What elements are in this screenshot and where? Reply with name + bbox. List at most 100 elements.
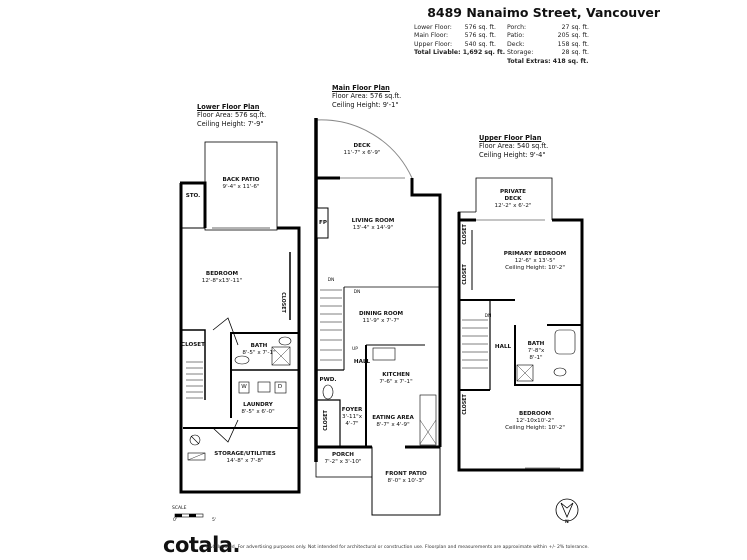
room-name: PORCH (332, 452, 354, 458)
total-livable: Total Livable: 1,692 sq. ft. (414, 49, 506, 57)
area-value: 540 sq. ft. (464, 40, 496, 48)
room-name: PWD. (319, 377, 337, 383)
room-size: 7'-6" x 7'-1" (379, 379, 413, 385)
room-name: LAUNDRY (243, 402, 273, 408)
room-name: HALL (494, 344, 512, 350)
upper-floor-ceiling: Ceiling Height: 9'-4" (479, 150, 546, 159)
room-name: FP (319, 220, 327, 226)
room-name: STORAGE/UTILITIES (214, 451, 276, 457)
main-floor-area: Floor Area: 576 sq.ft. (332, 92, 402, 101)
area-label: Lower Floor: (414, 24, 452, 31)
room-size: 8'-1" (529, 355, 543, 361)
property-address: 8489 Nanaimo Street, Vancouver (427, 5, 660, 20)
room-main-closet: CLOSET (323, 410, 329, 431)
room-name: EATING AREA (372, 415, 414, 421)
lower-floor-header: Lower Floor Plan Floor Area: 576 sq.ft. … (197, 103, 266, 128)
area-value: 576 sq. ft. (464, 24, 496, 31)
upper-floor-title: Upper Floor Plan (479, 134, 542, 142)
stair-up-label: UP (351, 347, 359, 352)
main-floor-walls (314, 118, 442, 516)
room-upper-closet-1: CLOSET (462, 224, 468, 245)
room-size: 7'-2" x 3'-10" (324, 459, 362, 465)
room-size: 11'-9" x 7'-7" (362, 318, 400, 324)
room-powder: PWD. (319, 377, 336, 384)
room-size: 12'-8"x13'-11" (201, 278, 243, 284)
lower-floor-ceiling: Ceiling Height: 7'-9" (197, 119, 264, 128)
cotala-logo: cotala. (163, 533, 240, 557)
area-value: 576 sq. ft. (464, 32, 496, 40)
extra-label: Storage: (507, 49, 534, 57)
area-label: Main Floor: (414, 32, 449, 40)
lower-floor-area: Floor Area: 576 sq.ft. (197, 111, 267, 120)
room-size: 11'-7" x 6'-9" (343, 150, 381, 156)
room-upper-hall: HALL (495, 344, 511, 351)
extra-value: 205 sq. ft. (557, 32, 589, 40)
room-main-hall: HALL (354, 359, 370, 366)
room-lower-closet-right: CLOSET (279, 292, 285, 313)
extra-value: 158 sq. ft. (557, 40, 589, 48)
room-name: BATH (527, 341, 545, 347)
room-name: DECK (504, 196, 522, 202)
extra-label: Porch: (507, 24, 527, 31)
upper-floor-walls (457, 177, 584, 472)
room-size: 12'-2" x 6'-2" (494, 203, 532, 209)
stair-dn-label: DN (484, 314, 492, 319)
area-label: Upper Floor: (414, 40, 453, 48)
scale-label: SCALE (172, 506, 187, 511)
room-name: STO. (185, 193, 201, 199)
room-name: DECK (353, 143, 371, 149)
room-ceiling: Ceiling Height: 10'-2" (505, 425, 565, 431)
north-arrow-icon (555, 498, 579, 522)
fireplace: FP (319, 220, 327, 227)
room-size: 12'-6" x 13'-5" (514, 258, 556, 264)
room-name: FOYER (341, 407, 363, 413)
room-name: FRONT PATIO (385, 471, 427, 477)
disclaimer: E&O Insured. For advertising purposes on… (206, 545, 589, 550)
room-name: LIVING ROOM (351, 218, 395, 224)
room-size: 9'-4" x 11'-6" (222, 184, 260, 190)
total-extras: Total Extras: 418 sq. ft. (507, 57, 589, 65)
room-name: PRIMARY BEDROOM (503, 251, 567, 257)
north-label: N (565, 520, 569, 525)
room-size: 8'-7" x 4'-9" (376, 422, 410, 428)
room-size: 14'-8" x 7'-8" (226, 458, 264, 464)
upper-floor-header: Upper Floor Plan Floor Area: 540 sq.ft. … (479, 134, 548, 159)
room-size: 13'-4" x 14'-9" (352, 225, 394, 231)
extra-label: Patio: (507, 32, 525, 40)
extra-value: 27 sq. ft. (561, 24, 589, 31)
main-floor-ceiling: Ceiling Height: 9'-1" (332, 100, 399, 109)
room-ceiling: Ceiling Height: 10'-2" (505, 265, 565, 271)
room-size: 3'-11"x (341, 414, 363, 420)
extra-label: Deck: (507, 40, 525, 48)
room-size: 8'-5" x 6'-0" (241, 409, 275, 415)
room-size: 4'-7" (345, 421, 359, 427)
upper-floor-area: Floor Area: 540 sq.ft. (479, 142, 549, 151)
main-floor-header: Main Floor Plan Floor Area: 576 sq.ft. C… (332, 84, 401, 109)
room-lower-closet-left: CLOSET (181, 342, 205, 349)
room-name: KITCHEN (382, 372, 410, 378)
room-name: CLOSET (181, 342, 205, 348)
scale-min: 0' (173, 518, 178, 523)
room-upper-closet-3: CLOSET (462, 394, 468, 415)
extra-value: 28 sq. ft. (561, 49, 589, 57)
room-size: 7'-8"x (527, 348, 545, 354)
room-name: BEDROOM (205, 271, 239, 277)
room-sto: STO. (186, 193, 201, 200)
lower-floor-title: Lower Floor Plan (197, 103, 260, 111)
stair-dn-label: DN (353, 290, 361, 295)
scale-bar (174, 513, 204, 518)
dryer: D (277, 384, 283, 390)
